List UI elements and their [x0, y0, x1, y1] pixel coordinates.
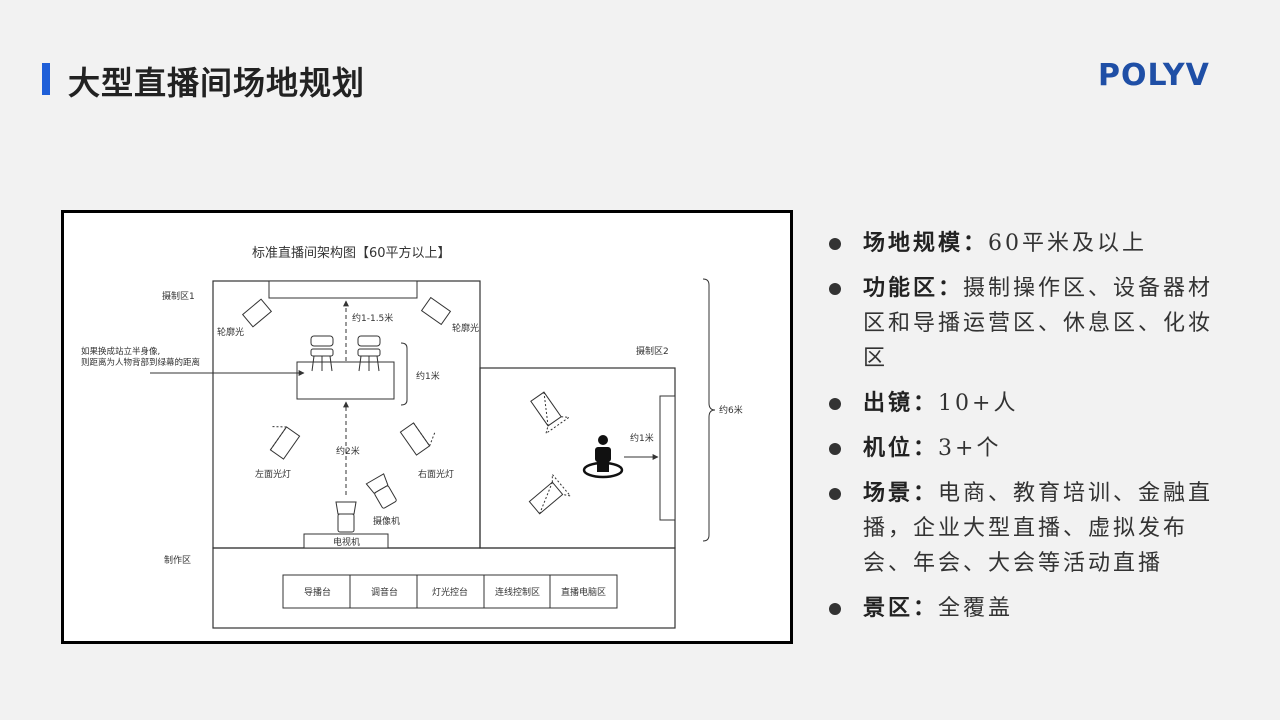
title-accent-bar: [42, 63, 50, 95]
zone2-light-top-icon: [530, 391, 571, 435]
bullet-dot: [829, 603, 841, 615]
console-row: 导播台 调音台 灯光控台 连线控制区 直播电脑区: [282, 574, 618, 609]
camera-label: 摄像机: [373, 515, 400, 527]
bullet-dot: [829, 443, 841, 455]
tv-label: 电视机: [333, 536, 360, 548]
bullet-item: 机位：3+个: [826, 431, 1226, 466]
tv-stand: [303, 533, 389, 549]
camera-icon: [365, 473, 397, 509]
distance-top-label: 约1-1.5米: [352, 312, 393, 324]
green-screen-top: [268, 280, 418, 299]
left-light-icon: [269, 426, 301, 460]
bullet-dot: [829, 398, 841, 410]
distance-camera-label: 约2米: [336, 445, 360, 457]
console-label: 直播电脑区: [561, 586, 606, 598]
note-line1: 如果换成站立半身像,: [81, 346, 160, 357]
production-label: 制作区: [164, 554, 191, 566]
bullet-item: 出镜：10+人: [826, 386, 1226, 421]
table-depth-brace: [400, 342, 408, 406]
production-area: [212, 547, 676, 629]
distance-zone2-label: 约1米: [630, 432, 654, 444]
studio-layout-diagram: 标准直播间架构图【60平方以上】 摄制区1 摄制区2 制作区 轮廓光 轮廓光 约…: [61, 210, 793, 644]
right-light-icon: [399, 422, 436, 456]
person-icon: [582, 435, 624, 479]
console-label: 导播台: [304, 586, 331, 598]
bullet-dot: [829, 283, 841, 295]
green-screen-right: [659, 395, 676, 521]
contour-light-left-icon: [241, 298, 273, 328]
zone1-label: 摄制区1: [162, 290, 195, 302]
diagram-title: 标准直播间架构图【60平方以上】: [252, 245, 451, 261]
contour-light-right-label: 轮廓光: [452, 322, 479, 334]
right-light-label: 右面光灯: [418, 468, 454, 480]
console-label: 连线控制区: [495, 586, 540, 598]
host-table: [296, 361, 395, 400]
contour-light-left-label: 轮廓光: [217, 326, 244, 338]
feature-list: 场地规模：60平米及以上 功能区：摄制操作区、设备器材区和导播运营区、休息区、化…: [826, 226, 1226, 636]
note-line2: 则距离为人物背部到绿幕的距离: [81, 357, 200, 368]
camera-icon: [335, 501, 357, 533]
chair-icon: [310, 335, 334, 372]
bullet-item: 景区：全覆盖: [826, 591, 1226, 626]
chair-icon: [357, 335, 381, 372]
distance-table-label: 约1米: [416, 370, 440, 382]
zone2-room: [479, 367, 676, 549]
bullet-dot: [829, 238, 841, 250]
height-brace: [702, 278, 716, 542]
bullet-item: 场地规模：60平米及以上: [826, 226, 1226, 261]
zone2-light-bottom-icon: [528, 473, 572, 515]
bullet-item: 功能区：摄制操作区、设备器材区和导播运营区、休息区、化妆区: [826, 271, 1226, 376]
left-light-label: 左面光灯: [255, 468, 291, 480]
bullet-item: 场景：电商、教育培训、金融直播，企业大型直播、虚拟发布会、年会、大会等活动直播: [826, 476, 1226, 581]
console-label: 灯光控台: [432, 586, 468, 598]
distance-height-label: 约6米: [719, 404, 743, 416]
contour-light-right-icon: [420, 296, 452, 326]
bullet-dot: [829, 488, 841, 500]
polyv-logo: POLYV: [1098, 58, 1210, 93]
page-title: 大型直播间场地规划: [68, 64, 366, 102]
console-label: 调音台: [371, 586, 398, 598]
zone2-label: 摄制区2: [636, 345, 669, 357]
